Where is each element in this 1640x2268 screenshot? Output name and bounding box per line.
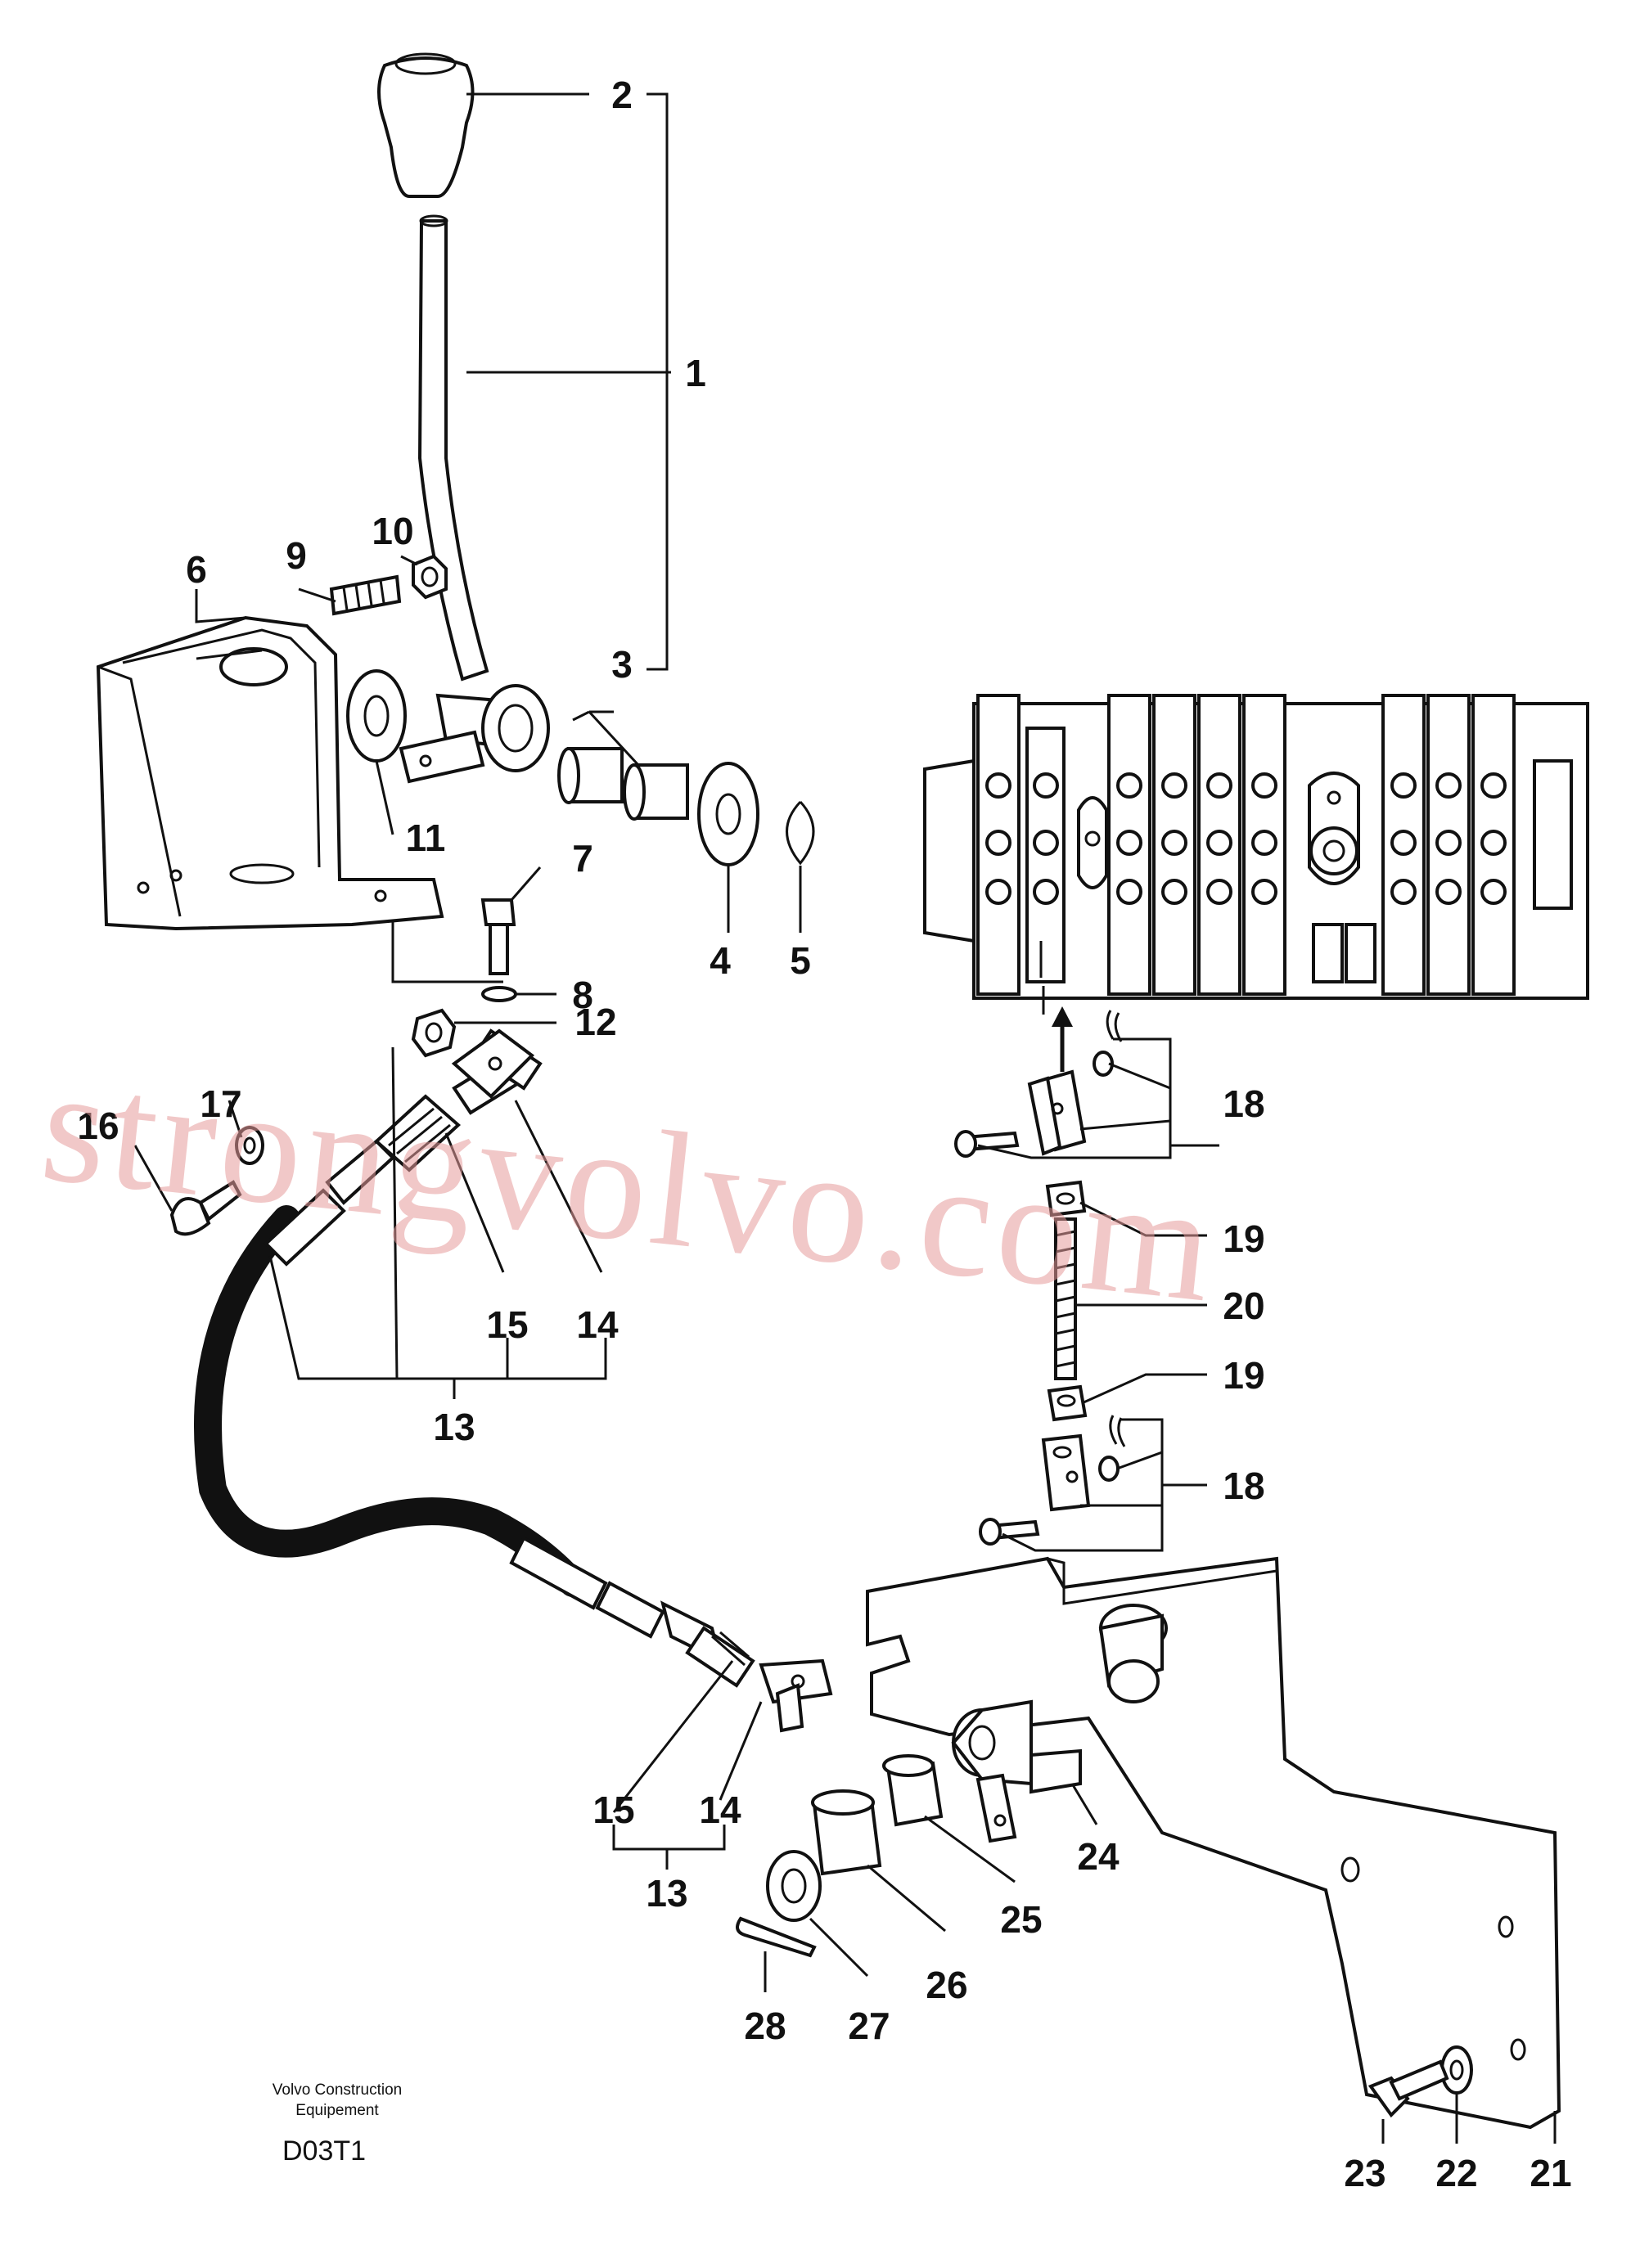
callout-11: 11 [406,817,446,859]
callout-7: 7 [572,837,593,880]
bolt-part-23 [1367,2059,1449,2118]
callout-12: 12 [574,1001,616,1043]
callout-24: 24 [1077,1835,1120,1878]
callout-18-lower: 18 [1223,1465,1264,1507]
washer-part-4 [697,762,759,866]
callout-13-lower: 13 [646,1872,687,1915]
callout-8: 8 [572,974,593,1016]
callout-18-upper: 18 [1223,1082,1264,1125]
company-name-line2: Equipement [295,2102,379,2119]
bushing-part-25 [882,1754,944,1827]
callout-1: 1 [685,352,706,394]
callout-23: 23 [1344,2152,1385,2194]
leader-lines [133,92,1557,2144]
company-name-line1: Volvo Construction [273,2081,402,2099]
bushing-part-26 [811,1789,882,1876]
clevis-upper-part-14 [451,1028,535,1099]
lever-hub [399,684,550,784]
mounting-plate-part-21 [866,1556,1561,2130]
clevis-upper-part-18 [954,1010,1123,1158]
nut-part-19-lower [1047,1384,1088,1422]
bolt-part-16 [169,1180,242,1236]
lever-arm-part-1 [417,214,489,682]
clevis-lower-part-18 [979,1415,1126,1546]
callout-19-lower: 19 [1223,1354,1264,1397]
nut-part-19-upper [1045,1180,1087,1217]
callout-28: 28 [744,2005,786,2047]
callout-26: 26 [926,1964,967,2006]
cotter-pin-part-28 [736,1916,817,1958]
bolt-part-7 [480,898,516,975]
washer-part-11 [346,669,407,763]
nut-part-12 [411,1008,457,1058]
callout-5: 5 [790,939,811,982]
cable-end-lower [660,1600,755,1688]
callout-13-upper: 13 [433,1406,475,1448]
cable-part-13 [194,1139,665,1639]
callout-3: 3 [611,643,633,686]
flow-arrow [1052,1006,1073,1072]
callout-20: 20 [1223,1285,1264,1327]
washer-part-27 [766,1850,822,1922]
callout-17: 17 [200,1082,241,1125]
footer: Volvo Construction Equipement D03T1 [273,2081,402,2167]
bracket-part-6 [96,615,444,931]
washer-part-17 [235,1126,264,1165]
callout-10: 10 [372,510,413,552]
callout-9: 9 [286,534,307,577]
washer-part-22 [1440,2045,1473,2095]
callout-14-lower: 14 [699,1789,741,1831]
pivot-arm-part-24 [951,1699,1082,1843]
callout-14-upper: 14 [576,1303,619,1346]
callout-21: 21 [1530,2152,1571,2194]
callout-27: 27 [848,2005,890,2047]
nut-part-10 [412,554,448,600]
clevis-lower-part-14 [759,1658,833,1733]
callout-2: 2 [611,74,633,116]
callout-15-upper: 15 [486,1303,528,1346]
callout-19-upper: 19 [1223,1217,1264,1260]
drawing-code: D03T1 [282,2135,366,2167]
callout-15-lower: 15 [592,1789,634,1831]
rod-part-20 [1054,1217,1077,1380]
stud-part-9 [329,574,402,616]
callout-4: 4 [710,939,731,982]
control-valve-block [923,694,1589,1015]
bushings-part-3 [557,747,689,821]
knob-part-2 [377,52,475,198]
circlip-part-5 [786,800,815,866]
washer-part-8 [481,986,517,1002]
callout-6: 6 [186,548,207,591]
callout-22: 22 [1435,2152,1477,2194]
callout-labels: 2 1 3 6 9 10 11 7 8 4 5 12 17 16 15 14 1… [77,74,1571,2194]
callout-16: 16 [77,1105,119,1147]
callout-25: 25 [1000,1898,1042,1941]
